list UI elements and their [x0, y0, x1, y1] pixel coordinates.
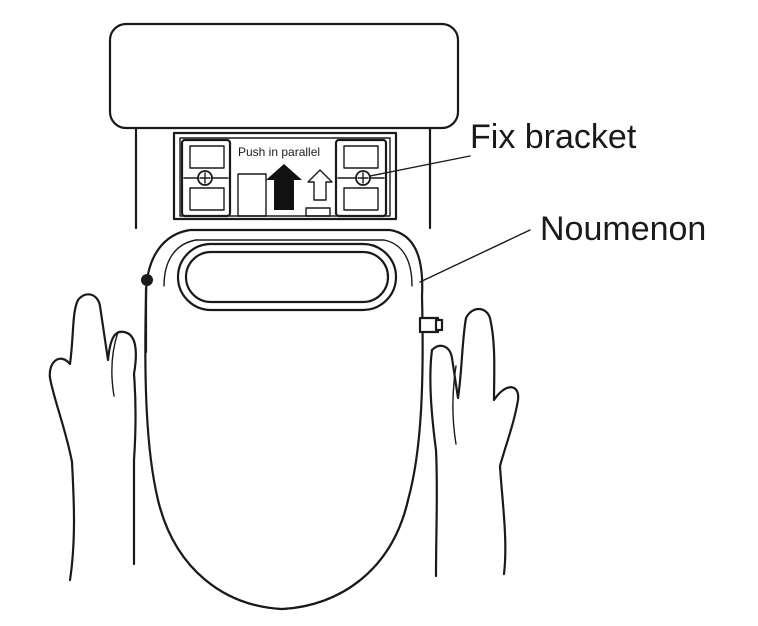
noumenon-label: Noumenon: [540, 210, 706, 248]
push-in-parallel-label: Push in parallel: [238, 145, 320, 159]
bracket-clamp-right: [334, 138, 388, 218]
up-arrow-outline-icon: [307, 169, 333, 201]
left-hand: [48, 293, 137, 582]
up-arrow-icon: [266, 164, 302, 210]
fix-bracket: Push in parallel: [172, 131, 398, 221]
callout-noumenon: Noumenon: [419, 210, 706, 283]
screw-icon: [197, 170, 213, 186]
seat-body: [141, 228, 444, 611]
fix-bracket-label: Fix bracket: [470, 118, 637, 156]
callout-fix-bracket: Fix bracket: [369, 118, 637, 177]
right-hand: [429, 307, 520, 578]
toilet-tank: [108, 22, 460, 230]
screw-icon: [355, 170, 371, 186]
bracket-clamp-left: [180, 138, 232, 218]
side-connector: [418, 316, 444, 334]
side-knob: [141, 274, 153, 354]
seat-handle: [176, 242, 398, 312]
